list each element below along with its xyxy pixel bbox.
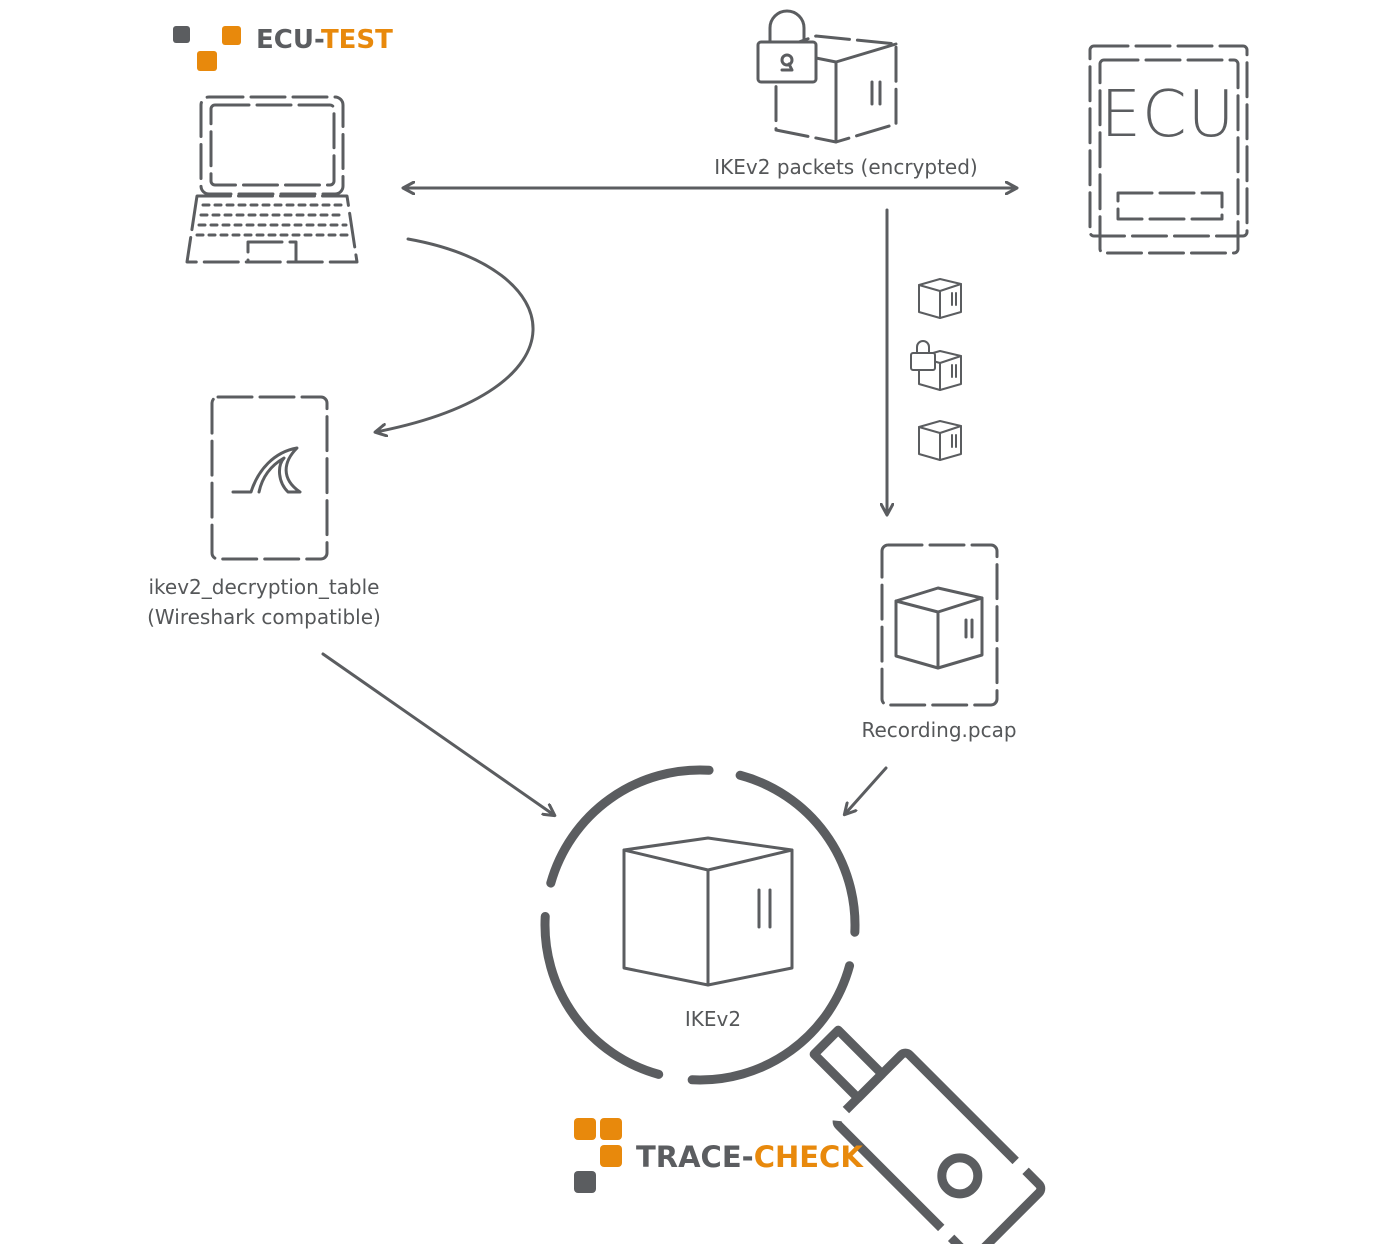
- small-encrypted-package-icon: [910, 340, 962, 391]
- decryption-table-sublabel: (Wireshark compatible): [147, 605, 381, 629]
- encrypted-package-icon: [756, 9, 898, 144]
- ecu-label: ECU: [1101, 78, 1236, 152]
- ecu-test-logo: ECU-TEST: [173, 25, 393, 71]
- trace-check-logo: TRACE-CHECK: [574, 1118, 864, 1193]
- wireshark-fin-icon: [231, 446, 302, 494]
- table-to-trace-check-arrow: [321, 652, 554, 815]
- decryption-table-label: ikev2_decryption_table: [148, 575, 379, 599]
- recording-to-trace-check-arrow: [845, 766, 888, 814]
- ecu-chip-icon: ECU: [1088, 44, 1249, 255]
- ecu-test-brand: ECU-TEST: [256, 25, 393, 55]
- export-arrow: [376, 237, 535, 432]
- recording-label: Recording.pcap: [861, 718, 1016, 742]
- ikev2-label: IKEv2: [685, 1007, 741, 1031]
- trace-check-brand: TRACE-CHECK: [636, 1140, 864, 1174]
- recording-file-icon: [880, 543, 999, 707]
- magnifier-icon: IKEv2: [540, 765, 1046, 1244]
- small-package-icon: [918, 420, 962, 461]
- decryption-table-file-icon: [210, 395, 329, 561]
- ikev2-package-icon: [622, 836, 794, 987]
- logo-square-orange: [600, 1118, 622, 1140]
- logo-square-orange: [574, 1118, 596, 1140]
- small-package-icon: [918, 278, 962, 319]
- logo-square-orange: [600, 1145, 622, 1167]
- laptop-icon: [185, 95, 359, 264]
- lock-icon: [756, 9, 818, 84]
- logo-square-orange: [197, 51, 217, 71]
- ikev2-packets-label: IKEv2 packets (encrypted): [714, 155, 978, 179]
- logo-square-gray: [173, 26, 190, 43]
- logo-square-orange: [222, 26, 241, 45]
- logo-square-gray: [574, 1171, 596, 1193]
